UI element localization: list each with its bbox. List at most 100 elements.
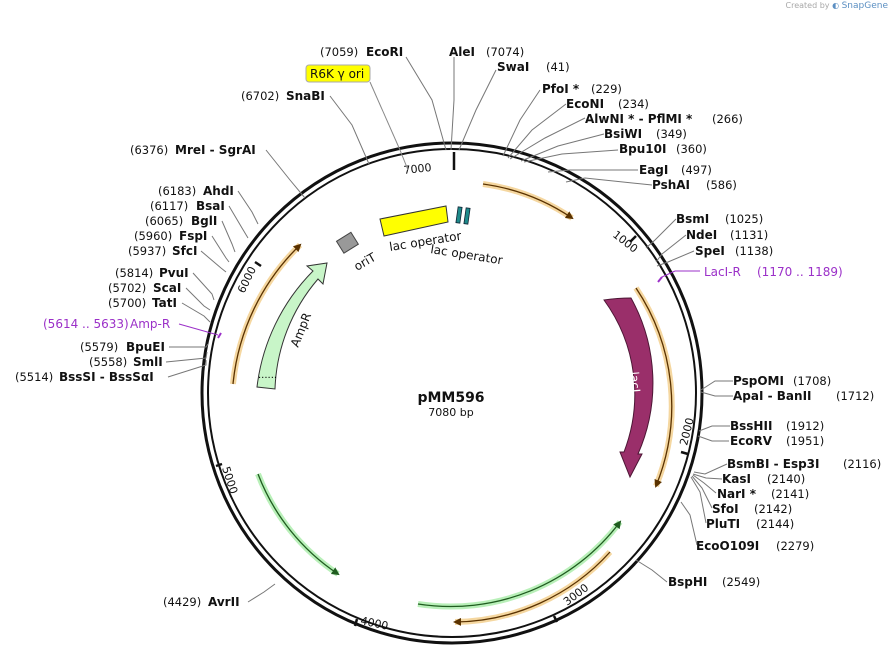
site-smli[interactable]: (5558)SmlI — [89, 355, 163, 369]
primer-laci-r[interactable]: LacI-R(1170 .. 1189) — [704, 265, 843, 279]
site-sfci-pos: (5937) — [128, 244, 166, 258]
site-tati-pos: (5700) — [108, 296, 146, 310]
site-bsshii-name: BssHII — [730, 419, 772, 433]
site-pfoi-name: PfoI * — [542, 82, 580, 96]
orf-arcs — [230, 181, 675, 626]
site-ecoo109i-name: EcoO109I — [696, 539, 759, 553]
site-nari[interactable]: NarI *(2141) — [717, 487, 809, 501]
plasmid-name: pMM596 — [417, 390, 484, 406]
site-mrei-sgrai[interactable]: (6376)MreI - SgrAI — [130, 143, 256, 157]
site-avrii-pos: (4429) — [163, 595, 201, 609]
site-scai[interactable]: (5702)ScaI — [108, 281, 181, 295]
site-ecori[interactable]: (7059)EcoRI — [320, 45, 403, 59]
site-avrii[interactable]: (4429)AvrII — [163, 595, 240, 609]
site-snabi-name: SnaBI — [286, 89, 325, 103]
site-pshai-pos: (586) — [706, 178, 737, 192]
r6k-ori-leader — [369, 81, 401, 151]
site-bsmbi-esp3i-name: BsmBI - Esp3I — [727, 457, 819, 471]
site-bpuei-name: BpuEI — [126, 340, 165, 354]
tick-label-4000: 4000 — [359, 614, 389, 633]
site-bgli-pos: (6065) — [145, 214, 183, 228]
ampr-dots: ...... — [258, 370, 277, 381]
site-bsmbi-esp3i[interactable]: BsmBI - Esp3I (2116) — [727, 457, 881, 471]
site-apai-banii[interactable]: ApaI - BanII(1712) — [733, 389, 874, 403]
site-bsmi[interactable]: BsmI(1025) — [676, 212, 763, 226]
site-alwni-pflmi-pos: (266) — [712, 112, 743, 126]
primer-marker-amp-r[interactable] — [178, 323, 222, 339]
site-kasi[interactable]: KasI(2140) — [722, 472, 805, 486]
orit-box[interactable] — [335, 231, 360, 254]
site-smli-pos: (5558) — [89, 355, 127, 369]
r6k-ori-badge[interactable] — [305, 64, 371, 83]
site-tati[interactable]: (5700) TatI — [108, 296, 177, 310]
laci-arrow[interactable] — [603, 297, 654, 479]
site-pluti[interactable]: PluTI(2144) — [706, 517, 794, 531]
site-snabi[interactable]: (6702) SnaBI — [241, 89, 325, 103]
site-ndei-pos: (1131) — [730, 228, 768, 242]
site-nari-pos: (2141) — [771, 487, 809, 501]
site-bpu10i[interactable]: Bpu10I(360) — [619, 142, 707, 156]
site-bsiwi[interactable]: BsiWI(349) — [604, 127, 687, 141]
site-ecorv[interactable]: EcoRV(1951) — [730, 434, 824, 448]
site-bsmi-name: BsmI — [676, 212, 709, 226]
site-snabi-pos: (6702) — [241, 89, 279, 103]
site-kasi-name: KasI — [722, 472, 751, 486]
site-bsshii[interactable]: BssHII(1912) — [730, 419, 824, 433]
site-fspi-pos: (5960) — [134, 229, 172, 243]
site-fspi[interactable]: (5960)FspI — [134, 229, 207, 243]
site-eagi-name: EagI — [639, 163, 668, 177]
site-pfoi[interactable]: PfoI * (229) — [542, 82, 622, 96]
site-sfoi-pos: (2142) — [754, 502, 792, 516]
site-bsssi[interactable]: (5514)BssSI - BssSαI — [15, 370, 154, 384]
created-by-text: Created by — [785, 1, 830, 10]
site-pshai[interactable]: PshAI (586) — [652, 178, 737, 192]
lac-operator-teal-2[interactable] — [463, 207, 471, 225]
site-bgli[interactable]: (6065)BglI — [145, 214, 217, 228]
site-pvui[interactable]: (5814)PvuI — [115, 266, 189, 280]
site-eagi[interactable]: EagI (497) — [639, 163, 712, 177]
site-econi[interactable]: EcoNI(234) — [566, 97, 649, 111]
feature-r6k-ori[interactable]: R6K γ ori — [305, 64, 409, 171]
site-sfoi[interactable]: SfoI(2142) — [712, 502, 792, 516]
lac-operator-yellow-box[interactable] — [379, 205, 449, 237]
feature-laci[interactable]: lacI — [603, 297, 654, 479]
lac-operator-teal-1[interactable] — [455, 206, 463, 224]
site-sfci-name: SfcI — [172, 244, 197, 258]
site-bsssi-pos: (5514) — [15, 370, 53, 384]
site-bsphi[interactable]: BspHI(2549) — [668, 575, 760, 589]
r6k-ori-label: R6K γ ori — [310, 67, 364, 81]
site-leader-lines — [165, 56, 733, 603]
site-ecori-name: EcoRI — [366, 45, 403, 59]
site-pfoi-pos: (229) — [591, 82, 622, 96]
site-bsai-name: BsaI — [196, 199, 225, 213]
site-swai[interactable]: SwaI(41) — [497, 60, 570, 74]
site-pvui-name: PvuI — [159, 266, 189, 280]
site-tati-name: TatI — [152, 296, 177, 310]
site-ndei[interactable]: NdeI (1131) — [686, 228, 768, 242]
ampr-arrow[interactable] — [256, 262, 328, 390]
site-eagi-pos: (497) — [681, 163, 712, 177]
primer-amp-r[interactable]: (5614 .. 5633)Amp-R — [43, 317, 170, 331]
site-mrei-sgrai-name: MreI - SgrAI — [175, 143, 256, 157]
site-ndei-name: NdeI — [686, 228, 717, 242]
site-sfci[interactable]: (5937) SfcI — [128, 244, 197, 258]
site-ecoo109i[interactable]: EcoO109I (2279) — [696, 539, 814, 553]
site-pshai-name: PshAI — [652, 178, 690, 192]
site-alei[interactable]: AleI(7074) — [449, 45, 524, 59]
site-spei[interactable]: SpeI(1138) — [695, 244, 773, 258]
site-alwni-pflmi[interactable]: AlwNI * - PflMI *(266) — [585, 112, 743, 126]
tick-2000 — [680, 450, 689, 456]
site-ahdi[interactable]: (6183)AhdI — [158, 184, 234, 198]
primer-marker-laci-r[interactable] — [657, 270, 700, 283]
orf-arc-top — [482, 181, 574, 221]
feature-orit[interactable]: oriT — [335, 231, 379, 274]
site-bpuei[interactable]: (5579)BpuEI — [80, 340, 165, 354]
site-pspomi[interactable]: PspOMI(1708) — [733, 374, 831, 388]
site-ecoo109i-pos: (2279) — [776, 539, 814, 553]
site-ecorv-pos: (1951) — [786, 434, 824, 448]
site-bsmbi-esp3i-pos: (2116) — [843, 457, 881, 471]
tick-label-7000: 7000 — [403, 161, 432, 177]
tick-label-6000: 6000 — [235, 264, 259, 295]
site-bsai[interactable]: (6117)BsaI — [150, 199, 225, 213]
